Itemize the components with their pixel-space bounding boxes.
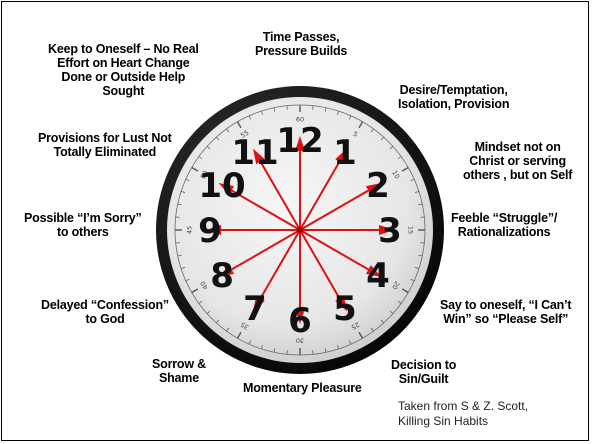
label-confession: Delayed “Confession”to God xyxy=(41,298,169,326)
hour-numeral: 7 xyxy=(243,289,267,329)
hour-numeral: 12 xyxy=(276,121,323,161)
label-momentary: Momentary Pleasure xyxy=(243,381,362,395)
hour-numeral: 11 xyxy=(231,133,278,173)
label-time-passes: Time Passes,Pressure Builds xyxy=(255,30,347,58)
source-credit: Taken from S & Z. Scott,Killing Sin Habi… xyxy=(398,399,528,429)
clock-hub xyxy=(297,227,303,233)
label-sorry: Possible “I’m Sorry”to others xyxy=(24,211,142,239)
minute-marker: 45 xyxy=(186,226,194,234)
label-feeble: Feeble “Struggle”/Rationalizations xyxy=(451,211,557,239)
minute-marker: 15 xyxy=(407,226,415,234)
hour-numeral: 4 xyxy=(366,256,390,296)
hour-numeral: 2 xyxy=(366,166,390,206)
hour-numeral: 3 xyxy=(378,211,402,251)
label-desire: Desire/Temptation,Isolation, Provision xyxy=(398,83,509,111)
hour-numeral: 6 xyxy=(288,301,312,341)
hour-numeral: 8 xyxy=(210,256,234,296)
hour-numeral: 5 xyxy=(333,289,357,329)
hour-numeral: 9 xyxy=(198,211,222,251)
label-sorrow: Sorrow &Shame xyxy=(152,357,206,385)
hour-numeral: 1 xyxy=(333,133,357,173)
